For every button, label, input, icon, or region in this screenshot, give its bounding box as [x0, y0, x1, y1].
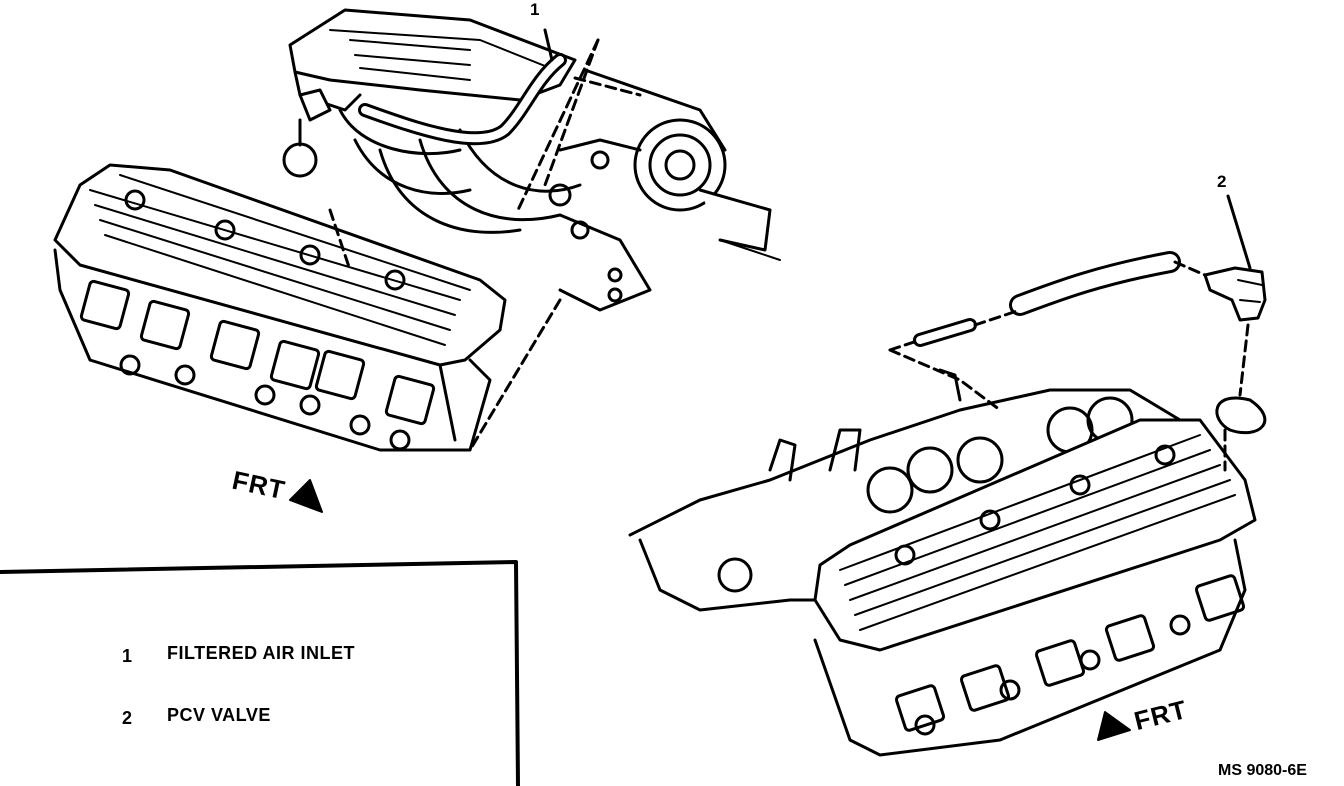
legend-item-1-number: 1	[122, 646, 133, 666]
cylinder-head-icon	[628, 368, 1257, 757]
legend-item-1-label: FILTERED AIR INLET	[167, 643, 355, 663]
breather-hose-icon	[913, 251, 1267, 435]
callout-2-leaders	[888, 194, 1252, 472]
legend-item-2-label: PCV VALVE	[167, 705, 271, 725]
callout-1-leaders	[328, 28, 642, 452]
pcv-valve-icon	[1203, 266, 1267, 322]
figure-id: MS 9080-6E	[1218, 762, 1307, 779]
legend-item-2-number: 2	[122, 708, 133, 728]
callout-number-2: 2	[1217, 172, 1227, 191]
legend-box	[0, 560, 520, 786]
callout-number-1: 1	[530, 0, 540, 19]
cylinder-head-icon	[53, 163, 507, 452]
engine-top-icon	[282, 8, 781, 312]
frt-arrow-icon	[289, 479, 323, 513]
frt-arrow-icon	[1097, 711, 1131, 741]
